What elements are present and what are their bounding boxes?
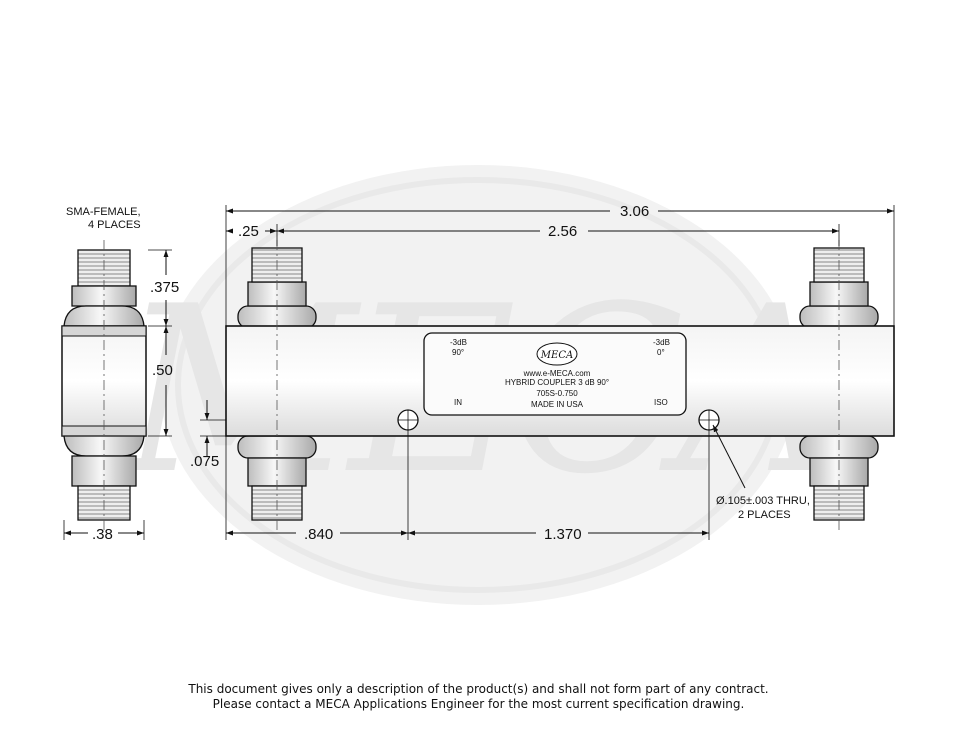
dim-hole-offset-horizontal: .840 (304, 526, 333, 543)
nameplate-port-in: IN (454, 398, 462, 407)
connector-note-line2: 4 PLACES (88, 219, 141, 231)
footer-line-2: Please contact a MECA Applications Engin… (212, 697, 745, 711)
dim-body-height: .50 (152, 362, 173, 379)
front-dimensions: 3.06 2.56 .25 .075 .840 1.370 Ø.105±.003… (190, 203, 895, 543)
nameplate-right-db: -3dB (653, 338, 670, 347)
nameplate-origin: MADE IN USA (531, 400, 584, 409)
connector-note-line1: SMA-FEMALE, (66, 206, 141, 218)
meca-logo: MECA (536, 342, 578, 366)
nameplate-left-db: -3dB (450, 338, 467, 347)
nameplate-website: www.e-MECA.com (523, 369, 591, 378)
nameplate (423, 332, 687, 416)
dim-connector-height: .375 (150, 279, 179, 296)
nameplate-left-phase: 90° (452, 348, 464, 357)
mounting-hole-left (397, 409, 419, 431)
nameplate-right-phase: 0° (657, 348, 665, 357)
front-view: -3dB 90° -3dB 0° MECA www.e-MECA.com HYB… (225, 240, 895, 530)
dim-overall-length: 3.06 (620, 203, 649, 220)
nameplate-model: 705S-0.750 (536, 389, 578, 398)
dim-hole-offset-vertical: .075 (190, 453, 219, 470)
dim-body-width: .38 (92, 526, 113, 543)
dim-port-spacing: 2.56 (548, 223, 577, 240)
mounting-hole-right (698, 409, 720, 431)
hole-note-line1: Ø.105±.003 THRU, (716, 495, 810, 507)
nameplate-product: HYBRID COUPLER 3 dB 90° (505, 378, 609, 387)
dim-hole-spacing: 1.370 (544, 526, 582, 543)
dim-port-offset: .25 (238, 223, 259, 240)
footer-line-1: This document gives only a description o… (188, 682, 769, 696)
side-dimensions: .375 .50 .38 SMA-FEMALE, 4 PLACES (63, 206, 179, 543)
nameplate-port-iso: ISO (654, 398, 668, 407)
hole-note-line2: 2 PLACES (738, 509, 791, 521)
meca-logo-text: MECA (540, 350, 573, 361)
side-view (61, 240, 147, 530)
